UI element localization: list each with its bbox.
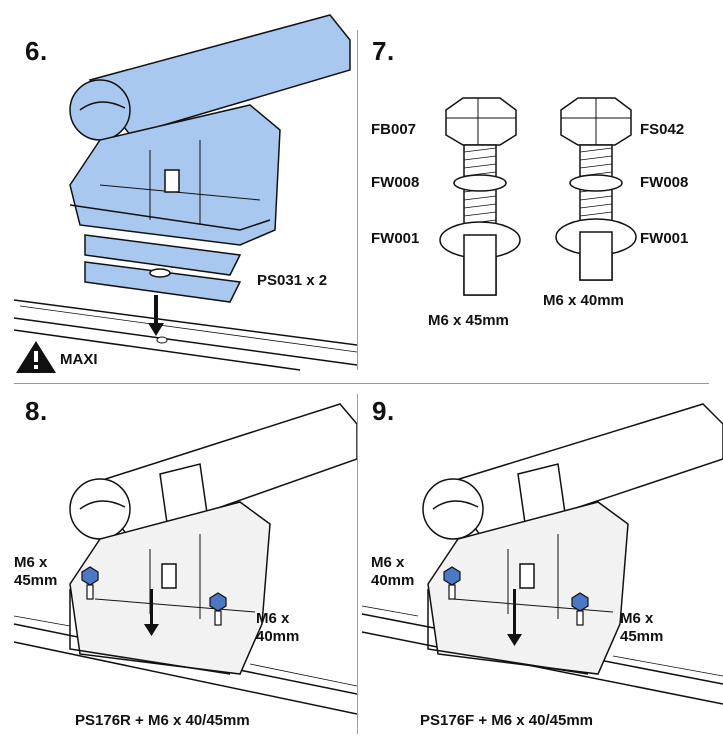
pads — [84, 234, 242, 303]
bolt-left-size-label: M6 x 45mm — [428, 312, 509, 329]
roof-rail — [13, 299, 357, 371]
step-7-panel: 7. FB007 FW008 FW001 M6 x 45mm FS042 FW0… — [358, 0, 723, 383]
foot-body — [69, 501, 271, 675]
vertical-divider-bottom — [357, 394, 358, 734]
vertical-divider-top — [357, 30, 358, 370]
horizontal-divider — [14, 383, 709, 384]
bolt-left-flat-washer-label: FW001 — [371, 230, 420, 247]
step-6-number: 6. — [25, 36, 48, 66]
bolt-right-flat-washer-label: FW001 — [640, 230, 689, 247]
down-arrow-icon — [507, 589, 522, 646]
step-7-illustration — [439, 97, 637, 296]
bolt-right-size-label: M6 x 40mm — [543, 292, 624, 309]
down-arrow-icon — [144, 589, 159, 636]
step-8-number: 8. — [25, 396, 48, 426]
bolt-right-label: M6 x 40mm — [256, 610, 300, 645]
step-9-caption: PS176F + M6 x 40/45mm — [420, 712, 594, 729]
rail-hole — [156, 336, 168, 344]
step-9-panel: 9. M6 x 40mm M6 x 45mm PS176F + M6 x 40/… — [358, 384, 723, 739]
bolt-right-washer-label: FW008 — [640, 174, 689, 191]
bolt-left — [439, 97, 521, 296]
washer-right — [569, 174, 623, 192]
bolt-right — [555, 97, 637, 281]
step-9-number: 9. — [372, 396, 395, 426]
bolts — [81, 566, 227, 626]
step-8-panel: 8. M6 x 45mm M6 x 40mm PS176R + M6 x 40/… — [0, 384, 357, 739]
foot-body — [69, 104, 281, 246]
step-6-illustration — [13, 14, 357, 373]
bolt-left-head-label: FB007 — [371, 121, 417, 138]
bolt-right-label: M6 x 45mm — [620, 610, 664, 645]
step-8-caption: PS176R + M6 x 40/45mm — [75, 712, 250, 729]
bolts — [443, 566, 589, 626]
step-9-illustration — [361, 403, 723, 705]
bolt-left-label: M6 x 40mm — [371, 554, 415, 589]
warning-triangle-icon — [16, 341, 56, 373]
washer-left — [453, 174, 507, 192]
foot-body — [427, 501, 629, 675]
down-arrow-icon — [148, 295, 164, 336]
step-6-panel: 6. PS031 x 2 MAXI — [0, 0, 357, 383]
bolt-left-washer-label: FW008 — [371, 174, 420, 191]
step-7-number: 7. — [372, 36, 395, 66]
roof-bar — [69, 14, 351, 141]
bolt-left-label: M6 x 45mm — [14, 554, 58, 589]
step-8-illustration — [13, 403, 357, 715]
bolt-right-head-label: FS042 — [640, 121, 685, 138]
pad-label: PS031 x 2 — [257, 272, 328, 289]
warning-label: MAXI — [60, 351, 98, 368]
